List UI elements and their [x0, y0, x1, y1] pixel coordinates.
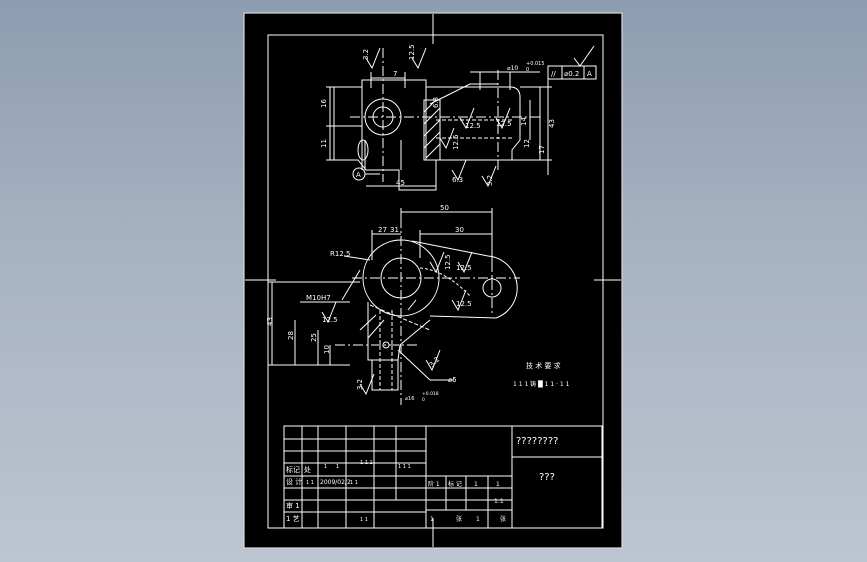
- title-cell: 1: [324, 464, 327, 470]
- bore-tol-label: +0.015: [526, 61, 545, 67]
- front-view-labels: 50 27 31 30 R12.5 M10H7 12.5 12.5 12.5 1…: [266, 204, 472, 403]
- roughness-label: 3.2: [356, 379, 364, 390]
- bore-label: M10H7: [306, 294, 331, 302]
- dim-label: 43: [548, 119, 556, 128]
- datum-label: A: [356, 171, 361, 179]
- dim-label: 16: [320, 99, 328, 108]
- dim-label: 30: [455, 226, 464, 234]
- title-cell: 张: [456, 515, 462, 523]
- roughness-label: 12.5: [408, 44, 416, 60]
- title-block-labels: ???????? ??? 标记 处 1 1 1 1 1 1 1 1 设 计 1 …: [286, 436, 558, 523]
- drawing-sheet: [243, 12, 623, 549]
- roughness-label: 6.3: [432, 97, 440, 108]
- radius-label: R12.5: [330, 250, 350, 258]
- title-cell: 1 1 1: [398, 464, 411, 470]
- bore-dim-label: ⌀10: [507, 65, 518, 72]
- fcf-datum: A: [587, 70, 592, 78]
- dim-label: 50: [440, 204, 449, 212]
- roughness-label: 3.2: [362, 49, 370, 60]
- title-cell: 张: [500, 515, 506, 523]
- dim-label: 28: [287, 331, 295, 340]
- roughness-label: 12.5: [456, 300, 472, 308]
- roughness-label: 12.5: [456, 264, 472, 272]
- title-cell: 设 计: [286, 477, 302, 486]
- front-view: [268, 208, 520, 405]
- dim-label: 10: [323, 345, 331, 354]
- hole-dia-label: ⌀5: [448, 376, 457, 384]
- top-view: [326, 45, 597, 191]
- title-cell: 审 1: [286, 501, 300, 510]
- dim-label: 17: [538, 145, 546, 154]
- fcf-value: ⌀0.2: [564, 70, 579, 78]
- dim-label: 27: [378, 226, 387, 234]
- title-cell: 1 1: [350, 480, 358, 486]
- roughness-label: 6.3: [452, 176, 463, 184]
- roughness-label: 12.5: [322, 316, 338, 324]
- roughness-label: 12.5: [465, 122, 481, 130]
- title-cell: 1: [430, 516, 434, 523]
- title-cell: 1: [336, 464, 339, 470]
- notes-line: 1 1 1 铸 █ 1 1 · 1 1: [513, 380, 570, 388]
- roughness-label: 12.5: [444, 254, 452, 270]
- bore-small-tol-low-label: 0: [422, 397, 425, 403]
- roughness-label: 12.5: [452, 134, 460, 150]
- technical-notes: 技 术 要 求 1 1 1 铸 █ 1 1 · 1 1: [513, 361, 570, 388]
- roughness-label: 3.2: [486, 175, 494, 186]
- title-cell: 标记: [286, 465, 300, 474]
- notes-title: 技 术 要 求: [526, 361, 561, 370]
- title-cell: 1 1: [360, 517, 368, 523]
- dim-label: 25: [310, 333, 318, 342]
- title-cell: 1: [496, 481, 500, 488]
- dim-label: 11: [320, 139, 328, 148]
- dim-label: 14: [520, 117, 528, 126]
- title-cell: 1 艺: [286, 515, 300, 523]
- drawing-number: ???: [539, 472, 555, 483]
- bore-tol-low-label: 0: [526, 67, 529, 73]
- dim-label: 12: [523, 139, 531, 148]
- title-cell: 1 1 1: [360, 460, 373, 466]
- title-cell: 处: [304, 465, 311, 474]
- scale-label: 1:1: [494, 498, 504, 505]
- bore-small-tol-label: +0.018: [422, 391, 439, 397]
- fcf-symbol: //: [551, 70, 556, 78]
- dim-label: 45: [396, 179, 405, 187]
- dim-label: 31: [390, 226, 399, 234]
- top-view-labels: 3.2 12.5 7 16 11 45 6.3 12.5 12.5 12.5 3…: [320, 44, 592, 187]
- title-cell: 1: [474, 481, 478, 488]
- dim-label: 7: [393, 70, 397, 78]
- title-cell: 标 记: [448, 480, 462, 488]
- title-cell: 2009/02/2: [320, 479, 351, 486]
- title-block: [283, 425, 603, 529]
- title-cell: 阶 1: [428, 480, 440, 488]
- part-name: ????????: [516, 436, 558, 447]
- title-cell: 1 1: [306, 480, 314, 486]
- center-marks: [245, 14, 621, 547]
- bore-small-label: ⌀16: [405, 396, 414, 402]
- dim-label: 43: [266, 317, 274, 326]
- roughness-label: 12.5: [496, 120, 512, 128]
- title-cell: 1: [476, 516, 480, 523]
